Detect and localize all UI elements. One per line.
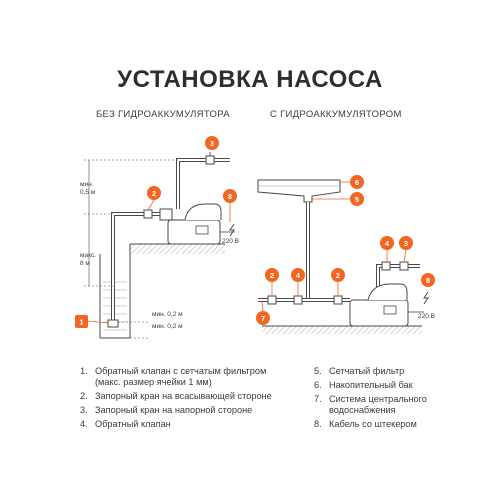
legend-left: 1.Обратный клапан с сетчатым фильтром (м… — [80, 366, 280, 433]
legend-item: 3.Запорный кран на напорной стороне — [80, 405, 253, 415]
legend-item: 4.Обратный клапан — [80, 419, 171, 429]
svg-text:3: 3 — [210, 139, 214, 148]
svg-text:2: 2 — [270, 271, 274, 280]
voltage-left: 220 В — [222, 238, 239, 245]
svg-text:5: 5 — [355, 195, 359, 204]
discharge-valve-right — [399, 261, 409, 271]
svg-text:2: 2 — [152, 189, 156, 198]
pump-right — [349, 283, 409, 327]
svg-text:7: 7 — [261, 314, 265, 323]
svg-text:1: 1 — [79, 318, 83, 327]
legend-item: 6.Накопительный бак — [314, 380, 413, 390]
svg-text:3: 3 — [404, 239, 408, 248]
svg-text:2: 2 — [336, 271, 340, 280]
legend-item: 7.Система центрального водоснабжения — [314, 394, 427, 415]
badge-6: 6 — [350, 175, 364, 189]
badge-1: 1 — [75, 315, 88, 328]
badge-2-right-a: 2 — [265, 268, 279, 282]
badge-7: 7 — [256, 311, 270, 325]
badge-4-bottom: 4 — [291, 268, 305, 282]
right-diagram-heading: С ГИДРОАККУМУЛЯТОРОМ — [270, 109, 402, 120]
right-diagram: 220 В 6 5 4 3 2 4 2 7 8 — [256, 175, 435, 334]
ground-hatch-right — [262, 326, 422, 334]
legend-item: 5.Сетчатый фильтр — [314, 366, 405, 376]
left-diagram: мин. 0,5 м макс. 8 м мин. 0,2 м мин. 0,2… — [75, 136, 239, 339]
left-diagram-heading: БЕЗ ГИДРОАККУМУЛЯТОРА — [96, 109, 230, 120]
badge-3-left: 3 — [205, 136, 219, 150]
badge-8-left: 8 — [223, 189, 237, 203]
max-value: 8 м — [80, 260, 90, 267]
legend-right: 5.Сетчатый фильтр 6.Накопительный бак 7.… — [314, 366, 474, 433]
badge-4-top: 4 — [380, 236, 394, 250]
check-valve-top — [381, 261, 391, 271]
svg-text:8: 8 — [228, 192, 232, 201]
badge-2-left: 2 — [147, 186, 161, 200]
pump-left — [159, 203, 222, 245]
plug-icon-right — [423, 291, 429, 305]
svg-text:4: 4 — [385, 239, 390, 248]
check-valve — [293, 295, 303, 305]
page-title: УСТАНОВКА НАСОСА — [117, 66, 383, 93]
svg-text:8: 8 — [426, 276, 430, 285]
legend-item: 8.Кабель со штекером — [314, 419, 417, 429]
dimension-lines — [84, 159, 178, 339]
plug-icon — [229, 223, 235, 237]
badge-2-right-b: 2 — [331, 268, 345, 282]
svg-text:4: 4 — [296, 271, 301, 280]
valve-central — [267, 295, 277, 305]
min-value: 0,5 м — [80, 189, 96, 196]
suction-valve-right — [333, 295, 343, 305]
discharge-pipe — [176, 158, 230, 209]
voltage-right: 220 В — [418, 313, 435, 320]
badge-8-right: 8 — [421, 273, 435, 287]
min-02-upper: мин. 0,2 м — [152, 311, 183, 318]
foot-valve — [107, 319, 119, 328]
max-label: макс. — [80, 252, 96, 259]
ground-hatch — [130, 244, 225, 254]
discharge-valve — [205, 155, 215, 165]
legend-item: 1.Обратный клапан с сетчатым фильтром (м… — [80, 366, 267, 387]
min-02-lower: мин. 0,2 м — [152, 323, 183, 330]
badge-3-right: 3 — [399, 236, 413, 250]
storage-tank — [257, 179, 341, 203]
suction-valve — [143, 209, 153, 219]
min-label: мин. — [80, 181, 94, 188]
legend-item: 2.Запорный кран на всасывающей стороне — [80, 391, 272, 401]
svg-text:6: 6 — [355, 178, 359, 187]
badge-5: 5 — [350, 192, 364, 206]
